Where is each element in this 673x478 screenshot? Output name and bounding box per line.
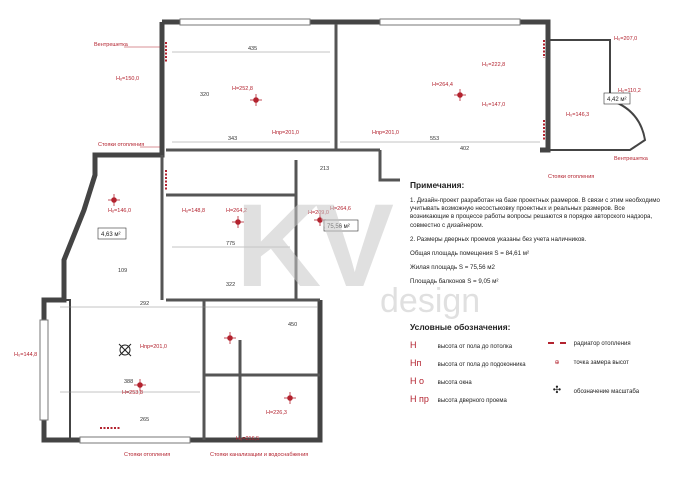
dim-435: 435 bbox=[248, 46, 257, 52]
dim-450: 450 bbox=[288, 322, 297, 328]
legend-text: точка замера высот bbox=[573, 360, 629, 366]
height-4: H=264,6 bbox=[330, 206, 351, 212]
radiators bbox=[100, 40, 545, 429]
callout-vent-top: Вентрешетка bbox=[94, 42, 129, 48]
height-ho1: Hₒ=150,0 bbox=[116, 76, 139, 82]
callout-heating-right: Стояки отопления bbox=[548, 174, 594, 180]
dim-109: 109 bbox=[118, 268, 127, 274]
legend-item-scale: ✣ обозначение масштаба bbox=[548, 385, 639, 396]
scale-icon: ✣ bbox=[552, 385, 562, 396]
callout-sewer-bottom: Стояки канализации и водоснабжения bbox=[210, 452, 308, 458]
legend-text: высота от пола до подоконника bbox=[437, 362, 526, 368]
dim-402: 402 bbox=[460, 146, 469, 152]
dim-553: 553 bbox=[430, 136, 439, 142]
note-living-area: Жилая площадь S = 75,56 м2 bbox=[410, 264, 495, 272]
legend-symbol: Hп bbox=[410, 358, 422, 368]
height-hw4: H₀=207,0 bbox=[614, 36, 637, 42]
height-hp3: Hпр=201,0 bbox=[140, 344, 167, 350]
height-hw3: H₀=146,3 bbox=[566, 112, 589, 118]
dim-322: 322 bbox=[226, 282, 235, 288]
legend-symbol: H bbox=[410, 340, 417, 350]
inner-walls bbox=[160, 24, 400, 440]
legend-item-radiator: радиатор отопления bbox=[548, 341, 631, 347]
measure-points bbox=[108, 89, 466, 404]
height-6: H=226,3 bbox=[266, 410, 287, 416]
balcony-right bbox=[548, 39, 647, 151]
dim-343: 343 bbox=[228, 136, 237, 142]
dim-775: 775 bbox=[226, 241, 235, 247]
notes-title: Примечания: bbox=[410, 180, 465, 190]
height-1: H=252,8 bbox=[232, 86, 253, 92]
area-kitchen: 4,63 м² bbox=[101, 232, 120, 238]
legend-text: радиатор отопления bbox=[573, 341, 631, 347]
dim-lines bbox=[60, 51, 540, 393]
dim-292: 292 bbox=[140, 301, 149, 307]
windows bbox=[39, 18, 521, 444]
height-hw2: H₀=147,0 bbox=[482, 102, 505, 108]
area-boxes: 4,63 м² 75,56 м² 4,42 м² bbox=[97, 92, 631, 240]
legend-title: Условные обозначения: bbox=[410, 322, 511, 332]
height-hw5: H₀=110,2 bbox=[618, 88, 641, 94]
area-balcony: 4,42 м² bbox=[607, 97, 626, 103]
height-hw1: H₀=222,8 bbox=[482, 62, 505, 68]
legend-text: высота дверного проема bbox=[437, 398, 507, 404]
legend-symbol: H о bbox=[410, 376, 425, 386]
height-ho3: Hₒ=148,8 bbox=[182, 208, 205, 214]
callout-heating-left: Стояки отопления bbox=[98, 142, 144, 148]
scale-mark bbox=[118, 343, 132, 357]
radiator-symbol-icon bbox=[548, 342, 566, 345]
height-labels: H=252,8 H=264,4 H=264,2 H=264,6 H=253,8 … bbox=[14, 36, 641, 442]
legend-item-point: ⊕ точка замера высот bbox=[548, 359, 629, 366]
height-hp2: Hпр=201,0 bbox=[372, 130, 399, 136]
callout-vent-right: Вентрешетка bbox=[614, 156, 649, 162]
legend-item-4: H пр высота дверного проема bbox=[410, 394, 507, 404]
dim-labels: 435 343 553 402 775 322 292 450 388 265 … bbox=[118, 46, 469, 423]
area-hall: 75,56 м² bbox=[327, 224, 350, 230]
legend-text: высота от пола до потолка bbox=[437, 344, 513, 350]
legend-item-1: H высота от пола до потолка bbox=[410, 340, 512, 350]
dim-265: 265 bbox=[140, 417, 149, 423]
callouts: Вентрешетка Стояки отопления Вентрешетка… bbox=[94, 42, 649, 458]
height-2: H=264,4 bbox=[432, 82, 453, 88]
dim-388: 388 bbox=[124, 379, 133, 385]
note-balcony-area: Площадь балконов S = 9,05 м² bbox=[410, 278, 499, 286]
height-hw6: H₀=144,8 bbox=[14, 352, 37, 358]
legend-text: высота окна bbox=[437, 380, 472, 386]
height-7: H=209,0 bbox=[308, 210, 329, 216]
height-ho2: Hₒ=146,0 bbox=[108, 208, 131, 214]
legend-item-3: H о высота окна bbox=[410, 376, 472, 386]
height-3: H=264,2 bbox=[226, 208, 247, 214]
measure-point-icon: ⊕ bbox=[554, 360, 560, 366]
dim-320: 320 bbox=[200, 92, 209, 98]
legend-item-2: Hп высота от пола до подоконника bbox=[410, 358, 526, 368]
height-hw7: H₀=216,5 bbox=[236, 436, 259, 442]
callout-heating-bottom: Стояки отопления bbox=[124, 452, 170, 458]
dim-213: 213 bbox=[320, 166, 329, 172]
notes-panel: Примечания: 1. Дизайн-проект разработан … bbox=[410, 180, 665, 293]
height-5: H=253,8 bbox=[122, 390, 143, 396]
legend-text: обозначение масштаба bbox=[573, 389, 640, 395]
balcony-left bbox=[44, 299, 71, 441]
note-total-area: Общая площадь помещения S = 84,61 м² bbox=[410, 250, 530, 258]
height-hp1: Hпр=201,0 bbox=[272, 130, 299, 136]
note-2: 2. Размеры дверных проемов указаны без у… bbox=[410, 235, 587, 243]
note-1: 1. Дизайн-проект разработан на базе прое… bbox=[410, 197, 661, 229]
legend-symbol: H пр bbox=[410, 394, 429, 404]
